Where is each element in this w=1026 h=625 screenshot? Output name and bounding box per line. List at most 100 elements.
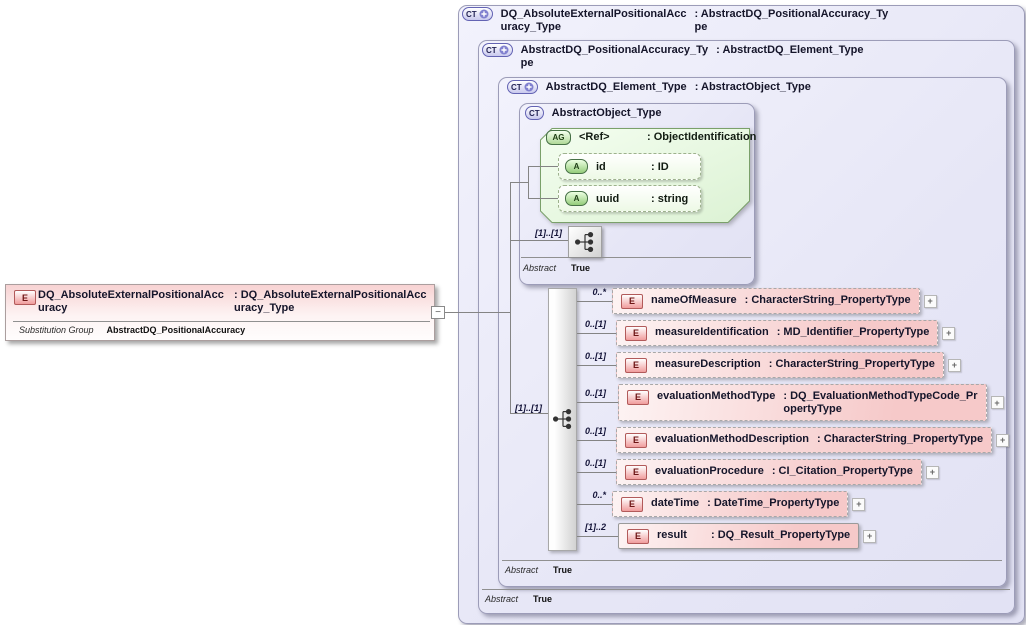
connector-line [445,312,510,313]
complextype-badge[interactable]: CT [507,80,538,94]
collapse-circle-icon[interactable] [524,82,534,92]
element-box[interactable]: E result : DQ_Result_PropertyType [618,523,860,549]
element-box[interactable]: E measureIdentification : MD_Identifier_… [616,320,939,346]
header-positional-accuracy: CT AbstractDQ_PositionalAccuracy_Ty pe :… [482,43,863,70]
sequence-glyph-icon[interactable] [551,407,575,431]
element-row-evaluationProcedure: E evaluationProcedure : CI_Citation_Prop… [577,459,939,485]
sequence-glyph-icon [574,231,594,253]
cardinality-label: 0..* [592,287,606,297]
abstract-label: Abstract [523,263,557,273]
cardinality-label: [1]..2 [584,522,606,532]
substitution-group-value: AbstractDQ_PositionalAccuracy [106,325,246,335]
ct-badge-label: CT [529,108,540,118]
attribute-row-id[interactable]: A id : ID [558,153,701,180]
element-box[interactable]: E dateTime : DateTime_PropertyType [612,491,849,517]
collapse-circle-icon[interactable] [499,45,509,55]
expand-button[interactable]: + [923,294,937,308]
expand-button[interactable]: + [990,396,1004,409]
element-box[interactable]: E evaluationProcedure : CI_Citation_Prop… [616,459,922,485]
connector-line [528,166,529,199]
element-type: : DQ_Result_PropertyType [711,529,851,541]
outer-sequence-cardinality: [1]..[1] [515,403,542,413]
complextype-badge[interactable]: CT [525,106,544,120]
cardinality-label: 0..[1] [584,351,606,361]
complextype-badge[interactable]: CT [482,43,513,57]
attribute-group-name: <Ref> [579,131,610,143]
connector-line [510,240,568,241]
complextype-basetype: : AbstractDQ_PositionalAccuracy_Ty pe [694,8,889,33]
element-row-evaluationMethodType: E evaluationMethodType : DQ_EvaluationMe… [577,384,1004,421]
element-name: dateTime [651,497,700,509]
element-badge: E [625,326,647,341]
element-box[interactable]: E nameOfMeasure : CharacterString_Proper… [612,288,920,314]
complextype-name: AbstractObject_Type [551,107,662,119]
abstract-value: True [553,565,573,575]
connector-line [577,332,616,334]
connector-line [577,300,612,302]
header-outer: CT DQ_AbsoluteExternalPositionalAcc urac… [462,7,889,34]
global-element-box[interactable]: E DQ_AbsoluteExternalPositionalAcc uracy… [5,284,435,341]
ag-badge[interactable]: AG [546,130,571,145]
element-badge: E [14,290,36,305]
global-element-title: DQ_AbsoluteExternalPositionalAcc uracy :… [38,289,427,315]
element-box[interactable]: E measureDescription : CharacterString_P… [616,352,944,378]
abstract-row-object-type: Abstract True [523,263,590,273]
abstract-row-positional-accuracy: Abstract True [485,594,552,604]
expand-button[interactable]: + [863,529,877,543]
abstract-value: True [571,263,591,273]
element-name: measureDescription [655,358,761,370]
attribute-badge: A [565,191,588,206]
collapse-circle-icon[interactable] [479,9,489,19]
element-badge: E [627,529,649,544]
abstract-row-element-type: Abstract True [505,565,572,575]
cardinality-label: 0..* [592,490,606,500]
element-type: : CharacterString_PropertyType [768,358,935,370]
element-type: : MD_Identifier_PropertyType [776,326,930,338]
connector-line [577,535,618,537]
element-type: : CharacterString_PropertyType [744,294,911,306]
element-name: nameOfMeasure [651,294,737,306]
element-name: DQ_AbsoluteExternalPositionalAcc uracy [38,289,224,314]
connector-line [577,402,618,403]
complextype-basetype: : AbstractObject_Type [694,81,811,93]
expand-button[interactable]: + [852,497,866,511]
cardinality-label: 0..[1] [584,426,606,436]
divider [502,560,1002,561]
complextype-name: AbstractDQ_Element_Type [545,81,687,93]
collapse-button[interactable]: − [431,306,445,319]
connector-line [510,413,548,414]
element-box[interactable]: E evaluationMethodDescription : Characte… [616,427,993,453]
expand-button[interactable]: + [925,465,939,479]
divider [521,257,751,258]
attribute-type: : string [651,192,689,205]
substitution-group-label: Substitution Group [19,325,94,335]
element-type: : DQ_AbsoluteExternalPositionalAcc uracy… [234,289,427,314]
cardinality-label: 0..[1] [584,319,606,329]
divider [13,321,430,322]
element-type: : DQ_EvaluationMethodTypeCode_Pr opertyT… [783,390,978,415]
connector-line [577,439,616,441]
ct-badge-label: CT [466,9,477,19]
connector-line [577,503,612,505]
element-badge: E [627,390,649,405]
element-box[interactable]: E evaluationMethodType : DQ_EvaluationMe… [618,384,987,421]
attribute-group-type: : ObjectIdentification [647,131,757,143]
element-row-evaluationMethodDescription: E evaluationMethodDescription : Characte… [577,427,1010,453]
attribute-name: uuid [596,192,620,205]
complextype-badge[interactable]: CT [462,7,493,21]
connector-line [577,471,616,473]
attribute-row-uuid[interactable]: A uuid : string [558,185,701,212]
sequence-icon[interactable] [568,226,602,258]
element-badge: E [621,294,643,309]
expand-button[interactable]: + [996,433,1010,447]
element-name: evaluationProcedure [655,465,764,477]
connector-line [510,182,511,414]
element-badge: E [625,358,647,373]
abstract-label: Abstract [485,594,519,604]
expand-button[interactable]: + [947,358,961,372]
expand-button[interactable]: + [942,326,956,340]
connector-line [510,182,528,183]
connector-line [577,364,616,366]
divider [482,589,1010,590]
